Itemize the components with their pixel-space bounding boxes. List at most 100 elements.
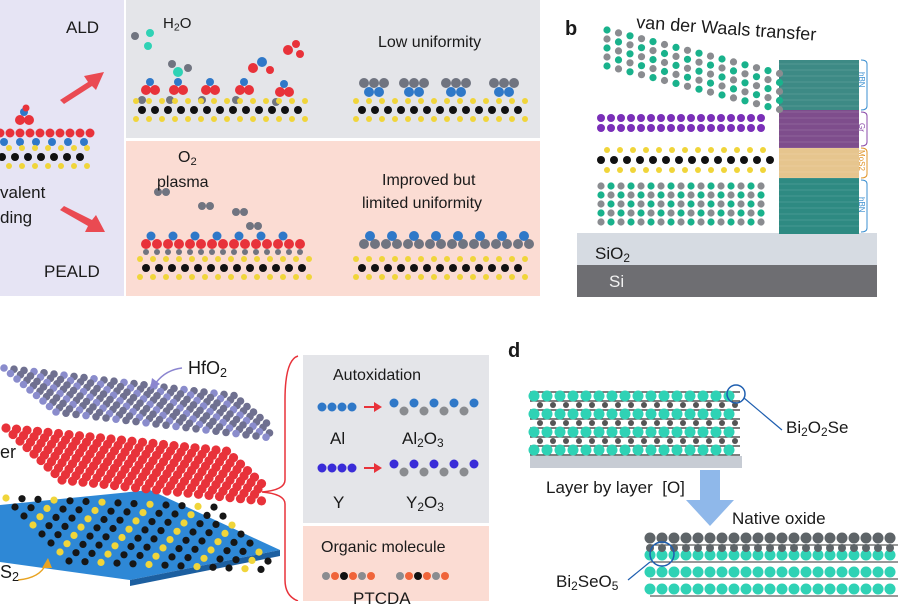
al-atom xyxy=(317,402,327,412)
oxygen-atom xyxy=(141,239,151,249)
bi2seo5-highlight xyxy=(649,541,675,567)
mos2-atom xyxy=(203,511,211,519)
mos2-atom xyxy=(84,515,92,523)
bi2seo5-atom xyxy=(704,566,716,578)
bi2seo5-atom xyxy=(740,549,752,561)
bi-atom xyxy=(632,426,644,438)
se-atom xyxy=(615,438,621,444)
interlayer-atom xyxy=(57,475,67,485)
hbn-atom xyxy=(660,40,669,49)
h2o-atom xyxy=(144,42,152,50)
se-atom xyxy=(563,402,569,408)
mos2-atom xyxy=(219,512,227,520)
sulfur-atom xyxy=(250,98,256,104)
sulfur-atom xyxy=(185,98,191,104)
mos2-atom xyxy=(102,533,110,541)
bi-atom xyxy=(619,390,631,402)
oxide-atom xyxy=(766,544,774,552)
bi2seo5-atom xyxy=(812,532,824,544)
sulfur-atom xyxy=(263,116,269,122)
hbn-atom xyxy=(603,26,611,34)
hbn-atom xyxy=(637,209,645,217)
hbn-atom xyxy=(687,191,695,199)
substrate-atom xyxy=(177,106,185,114)
se-atom xyxy=(563,438,569,444)
metal-atom xyxy=(190,231,200,241)
se-atom xyxy=(550,402,556,408)
hbn-atom xyxy=(667,191,675,199)
grey-atom xyxy=(231,249,237,255)
oxygen-atom xyxy=(150,85,160,95)
side-label-hbn-top: hBN xyxy=(857,72,866,88)
hfo2-atom xyxy=(192,425,200,433)
plasma-ion xyxy=(232,208,240,216)
sulfur-atom xyxy=(215,256,221,262)
substrate-atom xyxy=(155,264,163,272)
improved-line2: limited uniformity xyxy=(362,195,483,212)
mos2-atom xyxy=(77,523,85,531)
oxygen-atom xyxy=(141,85,151,95)
bi2seo5-atom xyxy=(884,566,896,578)
graphene-atom xyxy=(757,124,765,132)
bi-atom xyxy=(567,426,579,438)
metal-atom xyxy=(64,138,72,146)
se-atom xyxy=(654,402,660,408)
hbn-atom xyxy=(617,191,625,199)
hbn-atom xyxy=(603,62,611,70)
sulfur-atom xyxy=(392,116,398,122)
s-atom xyxy=(617,167,623,173)
hbn-atom xyxy=(597,191,605,199)
hbn-atom xyxy=(687,200,695,208)
bi2seo5-atom xyxy=(812,566,824,578)
hbn-atom xyxy=(627,191,635,199)
grey-atom xyxy=(379,78,389,88)
mos2-atom xyxy=(148,518,156,526)
oxygen-atom xyxy=(251,239,261,249)
interlayer-atom xyxy=(78,477,88,487)
bi2seo5-atom xyxy=(656,566,668,578)
substrate-edge xyxy=(130,550,280,586)
mos2-atom xyxy=(237,530,245,538)
metal-atom xyxy=(494,87,504,97)
mos2-atom xyxy=(11,503,19,511)
si-layer xyxy=(577,265,877,297)
s-atom xyxy=(617,147,623,153)
se-atom xyxy=(693,420,699,426)
hbn-atom xyxy=(627,209,635,217)
sulfur-atom xyxy=(483,98,489,104)
bi-atom xyxy=(528,444,540,456)
autoxidation-title: Autoxidation xyxy=(333,367,422,384)
grey-atom xyxy=(220,249,226,255)
graphene-atom xyxy=(637,114,645,122)
s-atom xyxy=(682,167,688,173)
bi2seo5-atom xyxy=(692,566,704,578)
se-atom xyxy=(654,420,660,426)
oxygen-atom xyxy=(25,128,35,138)
substrate-atom xyxy=(220,264,228,272)
y2o3-atom xyxy=(449,459,459,469)
grey-atom xyxy=(502,239,512,249)
graphene-atom xyxy=(687,124,695,132)
mos2-atom xyxy=(47,539,55,547)
hbn-atom xyxy=(775,96,784,105)
mos2-atom xyxy=(230,538,238,546)
substrate-atom xyxy=(449,106,457,114)
al-arrow xyxy=(364,402,382,412)
se-atom xyxy=(563,420,569,426)
sulfur-atom xyxy=(302,98,308,104)
hbn-atom xyxy=(717,182,725,190)
sulfur-atom xyxy=(483,116,489,122)
substrate-plate xyxy=(0,490,280,580)
plasma-ion xyxy=(240,208,248,216)
mos2-atom xyxy=(175,545,183,553)
hbn-atom xyxy=(627,182,635,190)
grey-atom xyxy=(369,78,379,88)
oxygen-atom xyxy=(163,239,173,249)
bi2seo5-atom xyxy=(776,566,788,578)
hbn-atom xyxy=(737,182,745,190)
sulfur-atom xyxy=(84,163,90,169)
hbn-atom xyxy=(706,61,715,69)
s-atom xyxy=(708,147,714,153)
sulfur-atom xyxy=(392,98,398,104)
oxygen-atom xyxy=(207,239,217,249)
